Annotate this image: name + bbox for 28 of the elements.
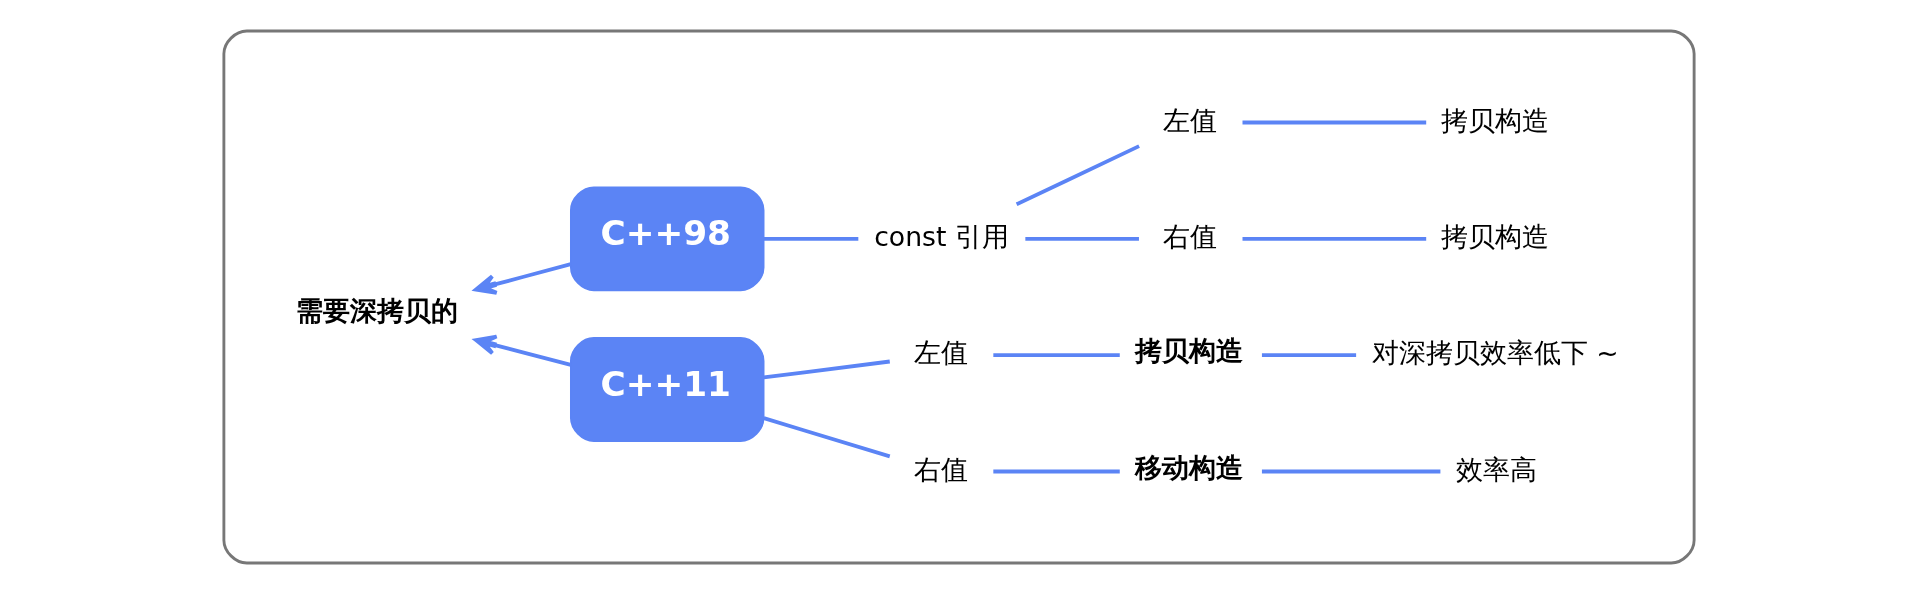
- node-text: const 引用: [874, 220, 1009, 252]
- arrow: [474, 262, 572, 295]
- connector: [1242, 236, 1427, 241]
- connector: [1015, 144, 1140, 206]
- node-text: 拷贝构造: [1135, 335, 1244, 367]
- node-text: 左值: [1163, 104, 1218, 136]
- node-text: 移动构造: [1135, 451, 1244, 483]
- node-text: 左值: [914, 337, 969, 369]
- node-text: 右值: [1163, 220, 1218, 252]
- cluster: [222, 29, 1696, 565]
- connector: [993, 469, 1120, 474]
- node-text: 右值: [914, 453, 969, 485]
- node-box: C++98: [570, 186, 765, 292]
- connector: [763, 416, 891, 459]
- node-text: 拷贝构造: [1441, 220, 1550, 252]
- connector: [1261, 469, 1441, 474]
- node-text: 对深拷贝效率低下 ~: [1371, 337, 1619, 369]
- node-text: 需要深拷贝的: [296, 295, 459, 327]
- node-text: 拷贝构造: [1441, 104, 1550, 136]
- node-box: C++11: [570, 337, 765, 442]
- arrow: [474, 334, 572, 367]
- connector: [1261, 353, 1357, 358]
- node-text: 效率高: [1455, 453, 1537, 485]
- connector: [1025, 236, 1139, 241]
- connector: [763, 236, 859, 241]
- connector: [1242, 120, 1427, 125]
- connector: [763, 359, 890, 380]
- connector: [993, 353, 1120, 358]
